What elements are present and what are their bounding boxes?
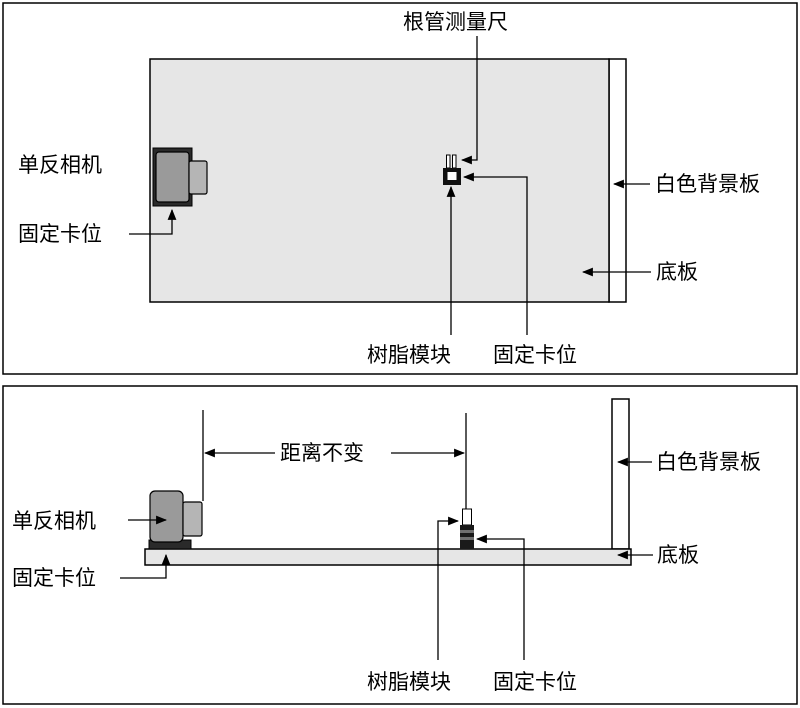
side-module-mount-label: 固定卡位 — [493, 670, 577, 694]
top-background-board-label: 白色背景板 — [655, 172, 760, 196]
top-root-ruler-label: 根管测量尺 — [403, 10, 508, 34]
side-resin-module — [460, 508, 474, 549]
top-base-plate-label: 底板 — [656, 260, 698, 284]
top-module-core — [447, 172, 457, 180]
top-camera-lens — [188, 160, 208, 195]
side-camera-mount-leader — [120, 553, 171, 579]
top-ruler-tab-left — [446, 154, 451, 169]
top-camera-label: 单反相机 — [18, 153, 102, 177]
top-module-mount-label: 固定卡位 — [493, 343, 577, 367]
side-distance-label: 距离不变 — [280, 441, 364, 465]
top-resin-module-label: 树脂模块 — [367, 343, 451, 367]
top-base-plate — [149, 58, 610, 303]
side-module-mount-leader — [475, 534, 525, 660]
side-module-band-2 — [460, 537, 474, 540]
side-background-board-label: 白色背景板 — [656, 450, 761, 474]
top-view-panel: 根管测量尺 单反相机 固定卡位 白色背景板 底板 树脂模块 固定卡位 — [2, 2, 798, 375]
side-view-panel: 距离不变 白色背景板 单反相机 底板 固定卡位 树脂模块 固定卡位 — [2, 385, 798, 705]
top-camera — [152, 147, 208, 207]
side-camera-mount-label: 固定卡位 — [12, 566, 96, 590]
top-ruler-tab-right — [452, 154, 457, 169]
side-module-band-1 — [460, 530, 474, 533]
top-ruler-leader — [460, 36, 478, 165]
side-base-plate-label: 底板 — [657, 543, 699, 567]
side-resin-module-label: 树脂模块 — [367, 670, 451, 694]
top-camera-mount-leader — [129, 208, 177, 235]
side-background-board — [611, 398, 630, 550]
top-background-board — [608, 58, 627, 303]
side-camera-body — [149, 490, 184, 543]
side-base-plate — [144, 548, 632, 566]
top-camera-mount-label: 固定卡位 — [18, 222, 102, 246]
top-module-mount-leader — [462, 172, 528, 335]
side-resin-leader — [437, 516, 460, 660]
side-camera-label: 单反相机 — [12, 509, 96, 533]
side-panel-frame — [2, 385, 798, 705]
top-resin-module — [443, 154, 461, 185]
side-camera-lens — [182, 501, 203, 537]
top-camera-body — [155, 151, 190, 203]
side-ruler-top — [462, 508, 472, 526]
